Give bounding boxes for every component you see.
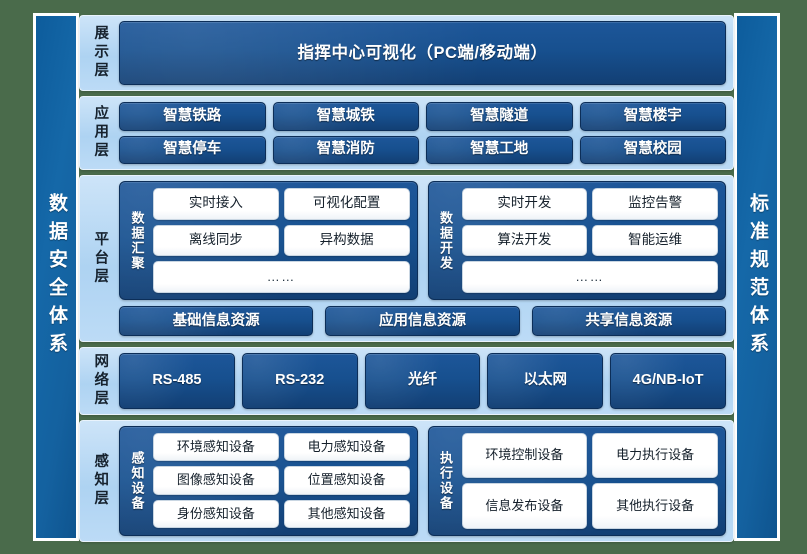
app-item[interactable]: 智慧工地 [426, 135, 573, 164]
platform-item[interactable]: 异构数据 [283, 224, 410, 257]
platform-item-more[interactable]: …… [153, 261, 410, 293]
platform-item[interactable]: 实时接入 [153, 188, 279, 220]
layer-sense: 感知层 感知设备 环境感知设备 电力感知设备 图像感知设备 位置感知设备 身份感… [79, 419, 734, 542]
network-item[interactable]: RS-232 [241, 353, 358, 409]
platform-group-aggregation-grid: 实时接入 可视化配置 离线同步 异构数据 …… [153, 188, 410, 293]
sense-item[interactable]: 其他感知设备 [283, 499, 410, 529]
platform-item[interactable]: 智能运维 [592, 224, 718, 257]
app-item[interactable]: 智慧消防 [272, 135, 419, 164]
layer-network: 网络层 RS-485 RS-232 光纤 以太网 4G/NB-IoT [79, 347, 734, 415]
sense-item[interactable]: 电力感知设备 [283, 432, 410, 462]
app-item[interactable]: 智慧隧道 [426, 102, 573, 131]
network-item[interactable]: 4G/NB-IoT [610, 353, 726, 409]
resource-item[interactable]: 基础信息资源 [119, 306, 314, 336]
platform-group-development-label: 数据开发 [438, 210, 453, 271]
pillar-left-label: 数据安全体系 [45, 193, 67, 361]
layer-sense-label: 感知层 [92, 452, 109, 509]
actuator-item[interactable]: 电力执行设备 [592, 432, 718, 478]
sense-group-sensing-devices: 感知设备 环境感知设备 电力感知设备 图像感知设备 位置感知设备 身份感知设备 … [119, 425, 418, 536]
app-item[interactable]: 智慧停车 [119, 135, 266, 164]
sense-item[interactable]: 环境感知设备 [153, 432, 279, 462]
layer-application-label: 应用层 [92, 105, 109, 161]
platform-group-data-aggregation: 数据汇聚 实时接入 可视化配置 离线同步 异构数据 …… [119, 181, 418, 300]
platform-groups: 数据汇聚 实时接入 可视化配置 离线同步 异构数据 …… 数 [119, 181, 726, 300]
resource-item[interactable]: 共享信息资源 [531, 306, 726, 336]
app-item[interactable]: 智慧铁路 [119, 102, 266, 131]
layer-stack: 展示层 指挥中心可视化（PC端/移动端） 应用层 智慧铁路 智慧城铁 智慧隧道 … [79, 13, 734, 542]
layer-display-label: 展示层 [92, 25, 109, 81]
sense-group-actuating-label: 执行设备 [438, 450, 453, 511]
layer-application-body: 智慧铁路 智慧城铁 智慧隧道 智慧楼宇 智慧停车 智慧消防 智慧工地 智慧校园 [119, 102, 726, 164]
platform-resources: 基础信息资源 应用信息资源 共享信息资源 [119, 306, 726, 336]
layer-display-body: 指挥中心可视化（PC端/移动端） [119, 21, 726, 85]
platform-item-more[interactable]: …… [461, 261, 718, 293]
network-item[interactable]: RS-485 [119, 353, 235, 409]
sense-item[interactable]: 位置感知设备 [283, 466, 410, 495]
display-banner[interactable]: 指挥中心可视化（PC端/移动端） [119, 21, 726, 85]
layer-sense-body: 感知设备 环境感知设备 电力感知设备 图像感知设备 位置感知设备 身份感知设备 … [119, 425, 726, 536]
network-item[interactable]: 光纤 [364, 353, 481, 409]
actuator-item[interactable]: 其他执行设备 [592, 483, 718, 529]
platform-item[interactable]: 可视化配置 [283, 188, 410, 220]
layer-application: 应用层 智慧铁路 智慧城铁 智慧隧道 智慧楼宇 智慧停车 智慧消防 智慧工地 智… [79, 96, 734, 170]
platform-item[interactable]: 离线同步 [153, 224, 279, 257]
layer-network-body: RS-485 RS-232 光纤 以太网 4G/NB-IoT [119, 353, 726, 409]
layer-platform-body: 数据汇聚 实时接入 可视化配置 离线同步 异构数据 …… 数 [119, 181, 726, 336]
sense-group-sensing-label: 感知设备 [129, 450, 145, 511]
platform-group-data-development: 数据开发 实时开发 监控告警 算法开发 智能运维 …… [427, 181, 726, 300]
sense-group-actuating-grid: 环境控制设备 电力执行设备 信息发布设备 其他执行设备 [461, 432, 718, 529]
layer-display: 展示层 指挥中心可视化（PC端/移动端） [79, 15, 734, 91]
sense-item[interactable]: 图像感知设备 [153, 466, 279, 495]
actuator-item[interactable]: 信息发布设备 [461, 483, 588, 529]
application-grid: 智慧铁路 智慧城铁 智慧隧道 智慧楼宇 智慧停车 智慧消防 智慧工地 智慧校园 [119, 102, 726, 164]
sense-group-sensing-grid: 环境感知设备 电力感知设备 图像感知设备 位置感知设备 身份感知设备 其他感知设… [153, 432, 410, 529]
platform-group-development-grid: 实时开发 监控告警 算法开发 智能运维 …… [461, 188, 718, 293]
layer-platform-label: 平台层 [92, 230, 109, 287]
sense-group-actuating-devices: 执行设备 环境控制设备 电力执行设备 信息发布设备 其他执行设备 [427, 425, 726, 536]
pillar-standards-norms: 标准规范体系 [734, 13, 780, 541]
platform-item[interactable]: 算法开发 [461, 224, 588, 257]
layer-network-label: 网络层 [92, 353, 109, 409]
layer-platform: 平台层 数据汇聚 实时接入 可视化配置 离线同步 异构数据 [79, 175, 734, 342]
app-item[interactable]: 智慧校园 [579, 135, 726, 164]
network-item[interactable]: 以太网 [487, 353, 604, 409]
platform-item[interactable]: 实时开发 [461, 188, 588, 220]
platform-item[interactable]: 监控告警 [592, 188, 718, 220]
app-item[interactable]: 智慧城铁 [272, 102, 419, 131]
resource-item[interactable]: 应用信息资源 [325, 306, 520, 336]
app-item[interactable]: 智慧楼宇 [579, 102, 726, 131]
sense-item[interactable]: 身份感知设备 [153, 499, 279, 529]
pillar-data-security: 数据安全体系 [33, 13, 79, 541]
network-grid: RS-485 RS-232 光纤 以太网 4G/NB-IoT [119, 353, 726, 409]
platform-group-aggregation-label: 数据汇聚 [129, 210, 145, 271]
pillar-right-label: 标准规范体系 [746, 193, 768, 361]
actuator-item[interactable]: 环境控制设备 [461, 432, 588, 478]
